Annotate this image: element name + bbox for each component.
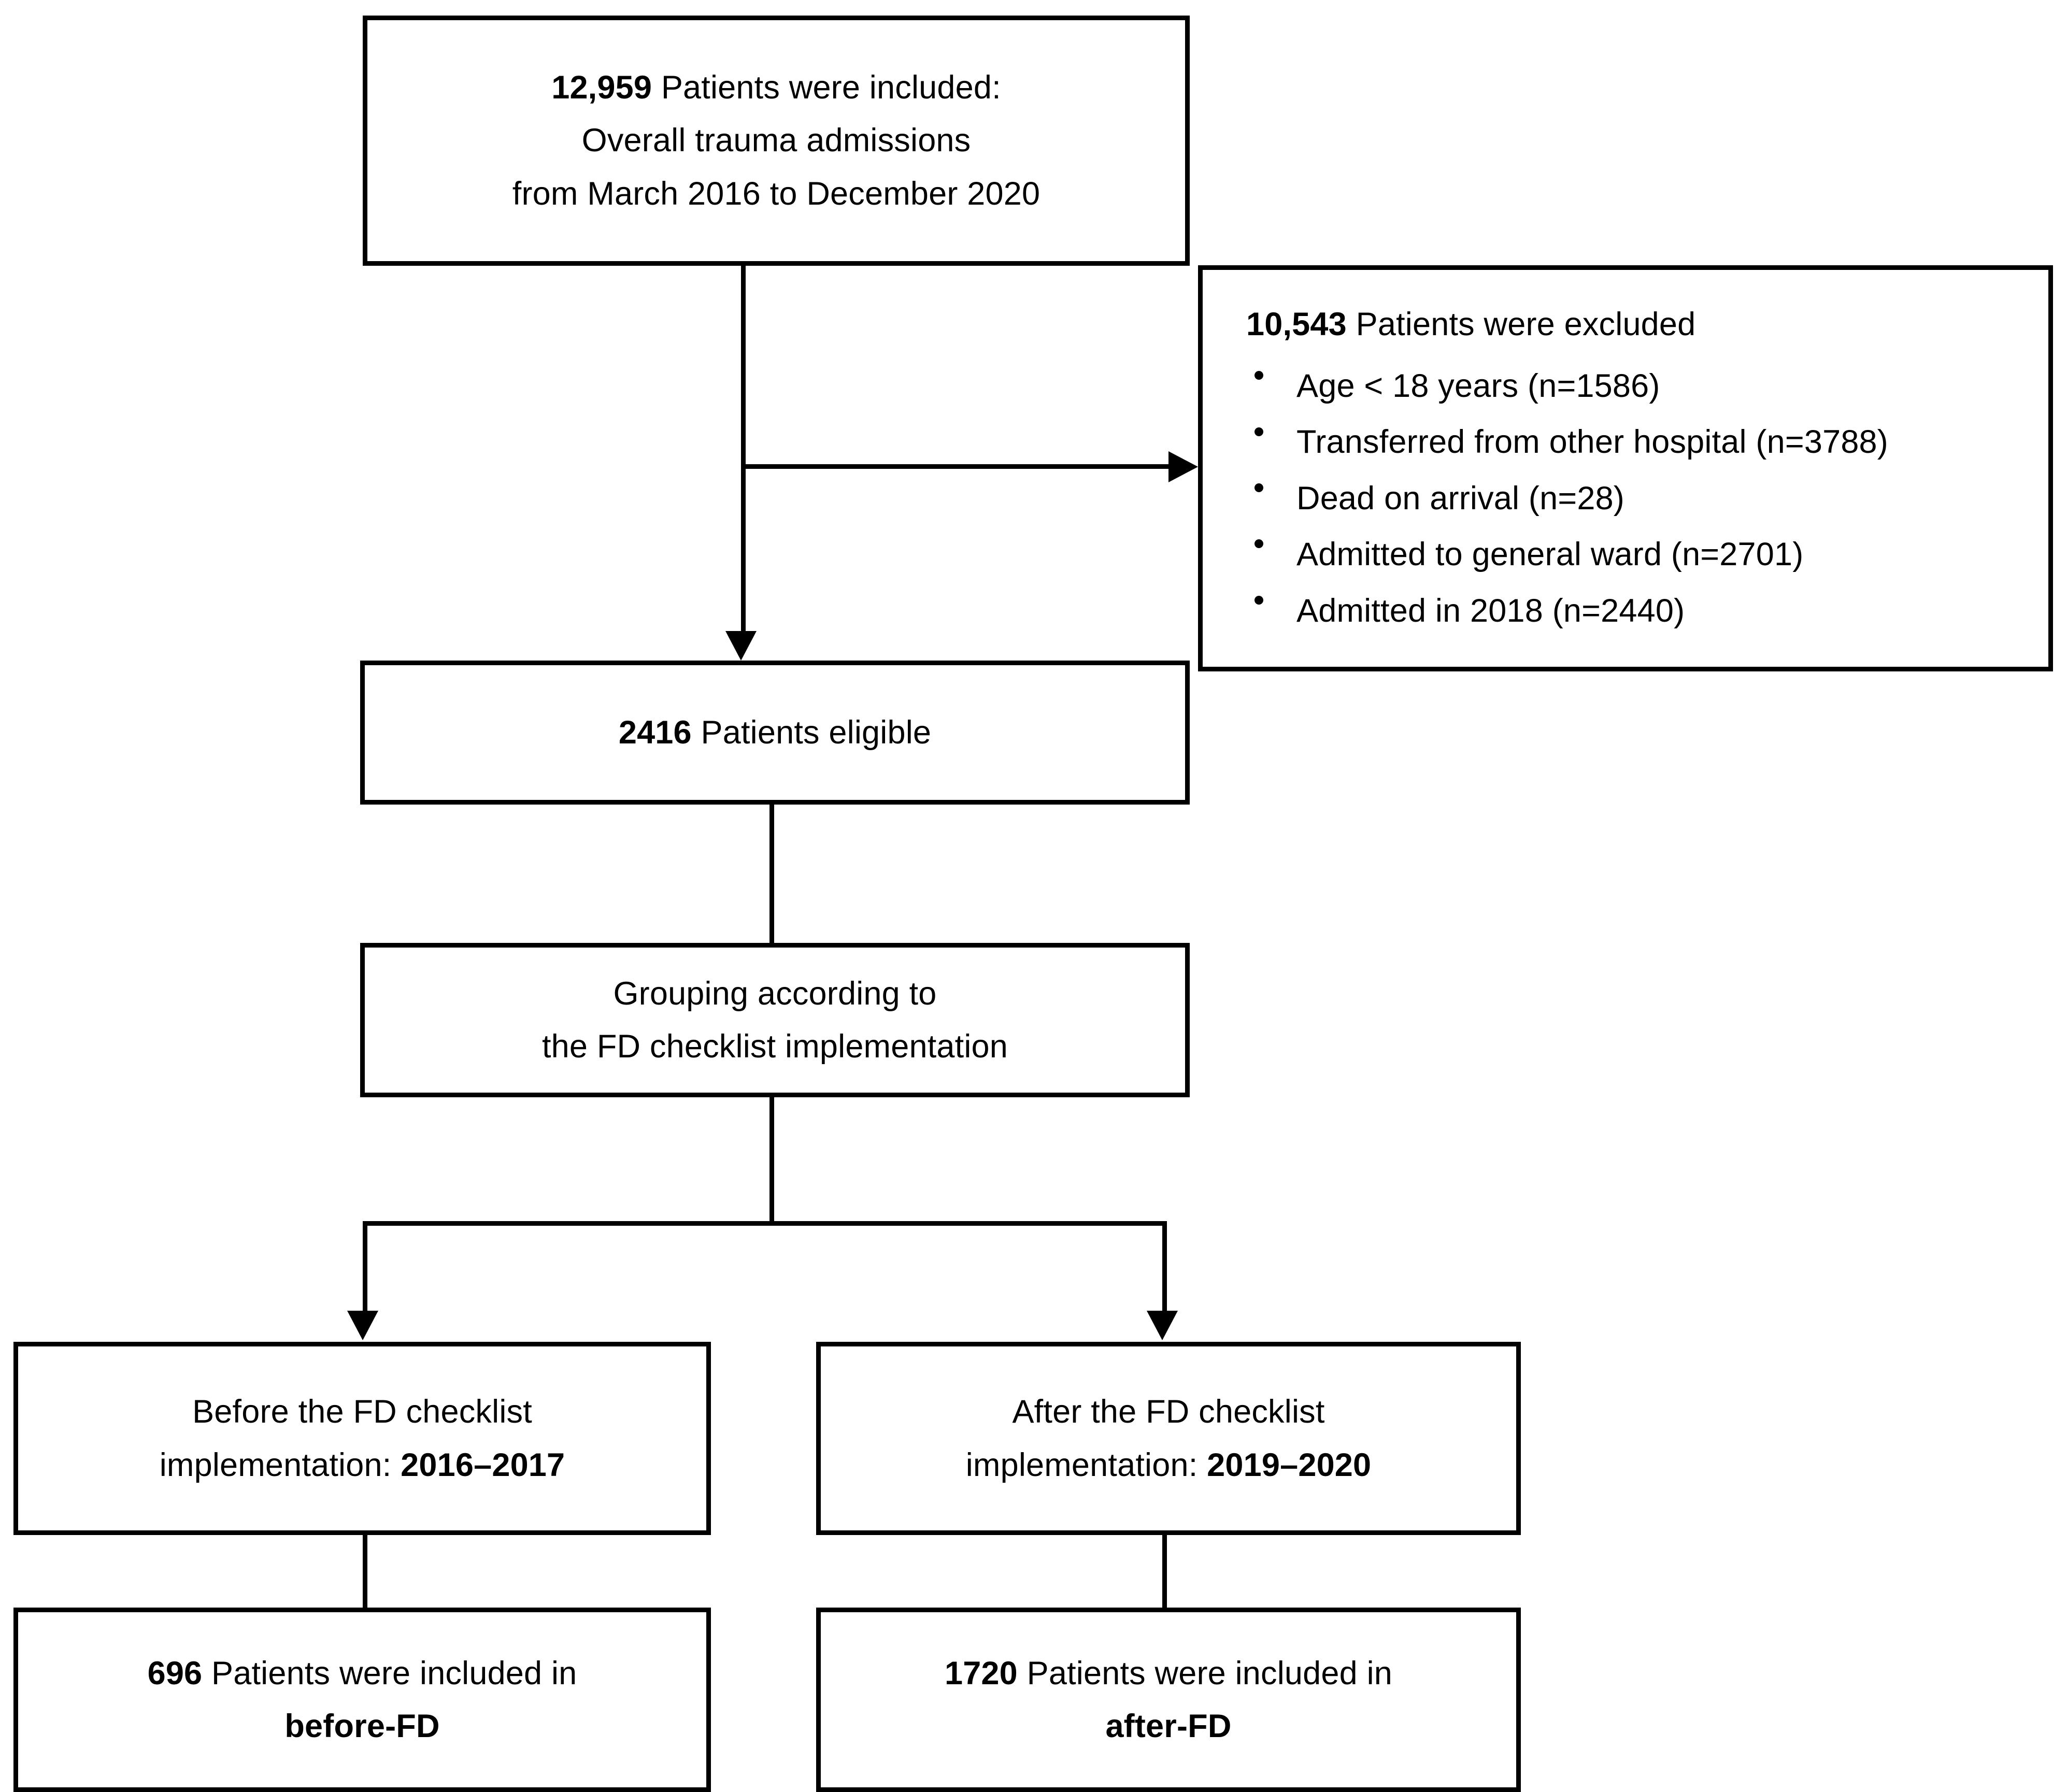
excluded-heading: 10,543 Patients were excluded — [1246, 298, 1695, 351]
before-final-label: Patients were included in — [202, 1655, 577, 1691]
after-group-prefix: implementation: — [965, 1446, 1207, 1483]
connector-before-group-to-final — [363, 1535, 367, 1609]
before-final-count: 696 — [147, 1655, 203, 1691]
eligible-count: 2416 — [618, 714, 692, 751]
exclusion-criterion-1: Age < 18 years (n=1586) — [1296, 368, 1660, 405]
before-final-group-name: before-FD — [284, 1708, 440, 1744]
eligible-line-1: 2416 Patients eligible — [619, 706, 931, 759]
included-label: Patients were included: — [652, 69, 1001, 106]
list-item: Dead on arrival (n=28) — [1246, 470, 1888, 526]
node-patients-included: 12,959 Patients were included: Overall t… — [363, 16, 1190, 266]
before-group-years: 2016–2017 — [401, 1446, 565, 1483]
list-item: Transferred from other hospital (n=3788) — [1246, 414, 1888, 470]
before-final-line-1: 696 Patients were included in — [148, 1647, 577, 1700]
exclusion-criterion-2: Transferred from other hospital (n=3788) — [1296, 424, 1888, 461]
after-final-label: Patients were included in — [1017, 1655, 1393, 1691]
node-grouping: Grouping according to the FD checklist i… — [360, 943, 1190, 1097]
before-group-line-2: implementation: 2016–2017 — [160, 1439, 565, 1492]
included-line-3: from March 2016 to December 2020 — [512, 175, 1040, 212]
eligible-label: Patients eligible — [691, 714, 932, 751]
arrowhead-down-icon — [347, 1311, 378, 1340]
connector-after-group-to-final — [1162, 1535, 1167, 1609]
node-after-fd-group: After the FD checklist implementation: 2… — [816, 1342, 1521, 1535]
connector-to-excluded — [741, 464, 1169, 469]
after-final-line-1: 1720 Patients were included in — [945, 1647, 1392, 1700]
after-group-line-1: After the FD checklist — [1012, 1394, 1325, 1430]
connector-split-bar — [363, 1221, 1167, 1226]
grouping-line-1: Grouping according to — [613, 975, 937, 1012]
exclusion-criteria-list: Age < 18 years (n=1586) Transferred from… — [1246, 358, 1888, 639]
after-final-count: 1720 — [944, 1655, 1018, 1691]
exclusion-criterion-3: Dead on arrival (n=28) — [1296, 480, 1624, 517]
node-before-fd-group: Before the FD checklist implementation: … — [13, 1342, 711, 1535]
node-patients-excluded: 10,543 Patients were excluded Age < 18 y… — [1198, 265, 2053, 671]
bullet-icon — [1255, 371, 1263, 380]
bullet-icon — [1255, 483, 1263, 493]
excluded-count: 10,543 — [1246, 306, 1347, 343]
arrowhead-down-icon — [1147, 1311, 1178, 1340]
excluded-label: Patients were excluded — [1346, 306, 1696, 343]
bullet-icon — [1255, 539, 1263, 549]
grouping-line-2: the FD checklist implementation — [541, 1028, 1008, 1065]
connector-split-left — [363, 1221, 367, 1313]
bullet-icon — [1255, 595, 1263, 605]
list-item: Age < 18 years (n=1586) — [1246, 358, 1888, 414]
list-item: Admitted to general ward (n=2701) — [1246, 526, 1888, 582]
connector-eligible-to-grouping — [769, 805, 774, 943]
arrowhead-right-icon — [1168, 451, 1198, 482]
connector-split-right — [1162, 1221, 1167, 1313]
node-after-fd-final: 1720 Patients were included in after-FD — [816, 1608, 1521, 1792]
exclusion-criterion-4: Admitted to general ward (n=2701) — [1296, 536, 1804, 573]
connector-included-to-eligible — [741, 266, 746, 631]
after-final-group-name: after-FD — [1105, 1708, 1232, 1744]
bullet-icon — [1255, 427, 1263, 436]
before-group-prefix: implementation: — [159, 1446, 401, 1483]
included-line-1: 12,959 Patients were included: — [551, 61, 1001, 114]
exclusion-criterion-5: Admitted in 2018 (n=2440) — [1296, 592, 1685, 629]
arrowhead-down-icon — [725, 631, 757, 661]
connector-grouping-to-split — [769, 1097, 774, 1226]
before-group-line-1: Before the FD checklist — [192, 1394, 532, 1430]
after-group-line-2: implementation: 2019–2020 — [966, 1439, 1372, 1492]
included-line-2: Overall trauma admissions — [581, 122, 971, 159]
after-group-years: 2019–2020 — [1207, 1446, 1372, 1483]
node-patients-eligible: 2416 Patients eligible — [360, 661, 1190, 805]
node-before-fd-final: 696 Patients were included in before-FD — [13, 1608, 711, 1792]
list-item: Admitted in 2018 (n=2440) — [1246, 583, 1888, 639]
included-count: 12,959 — [551, 69, 652, 106]
